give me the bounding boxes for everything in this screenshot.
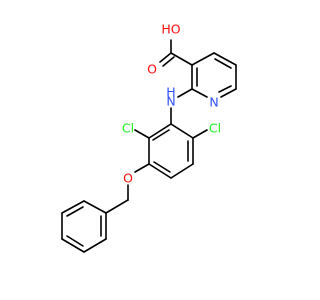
bond-ar-4 xyxy=(170,163,194,179)
bond-cl-right xyxy=(192,129,208,139)
atom-label-nh-h: H xyxy=(166,85,175,100)
bond-pyr-2-inner xyxy=(214,58,232,69)
atom-label-ho: HO xyxy=(161,22,180,37)
bond-pyr-2 xyxy=(213,52,237,66)
atom-label-cl-left: Cl xyxy=(122,121,134,136)
bond-pyr-1 xyxy=(191,52,215,66)
bond-ph-1 xyxy=(83,200,107,214)
bond-ch2-ph xyxy=(105,199,129,214)
atom-labels: HO O N H N Cl Cl O xyxy=(122,22,221,186)
atom-label-o-carbonyl: O xyxy=(147,62,157,77)
bonds xyxy=(61,39,237,253)
bond-cl-left xyxy=(134,129,150,139)
bond-c-o-double-1 xyxy=(159,52,172,63)
molecule-structure: HO O N H N Cl Cl O xyxy=(61,22,237,253)
bond-pyr-4-inner xyxy=(218,85,232,93)
bond-ar-3-inner xyxy=(153,161,171,173)
atom-label-cl-right: Cl xyxy=(209,121,221,136)
bond-ph-2 xyxy=(61,200,85,214)
bond-ph-5 xyxy=(83,238,107,253)
bond-ar-3 xyxy=(148,163,172,179)
bond-c-o-double-2 xyxy=(162,56,175,67)
atom-label-o-ether: O xyxy=(123,171,133,186)
bond-ar-1-inner xyxy=(152,129,170,141)
bond-pyr-5 xyxy=(191,88,208,98)
atom-label-n-ring: N xyxy=(209,95,218,110)
atom-label-nh-n: N xyxy=(166,94,175,109)
bond-cooh-ring xyxy=(170,52,193,66)
bond-ph-4 xyxy=(61,238,85,253)
bond-pyr-4 xyxy=(220,88,237,98)
bond-ph-4-inner xyxy=(66,235,84,247)
bond-ar-6 xyxy=(170,123,194,139)
bond-ph-2-inner xyxy=(66,206,84,217)
bond-pyr-nh xyxy=(177,88,193,98)
bond-ar-o xyxy=(134,163,150,173)
bond-ar-1 xyxy=(148,123,172,139)
